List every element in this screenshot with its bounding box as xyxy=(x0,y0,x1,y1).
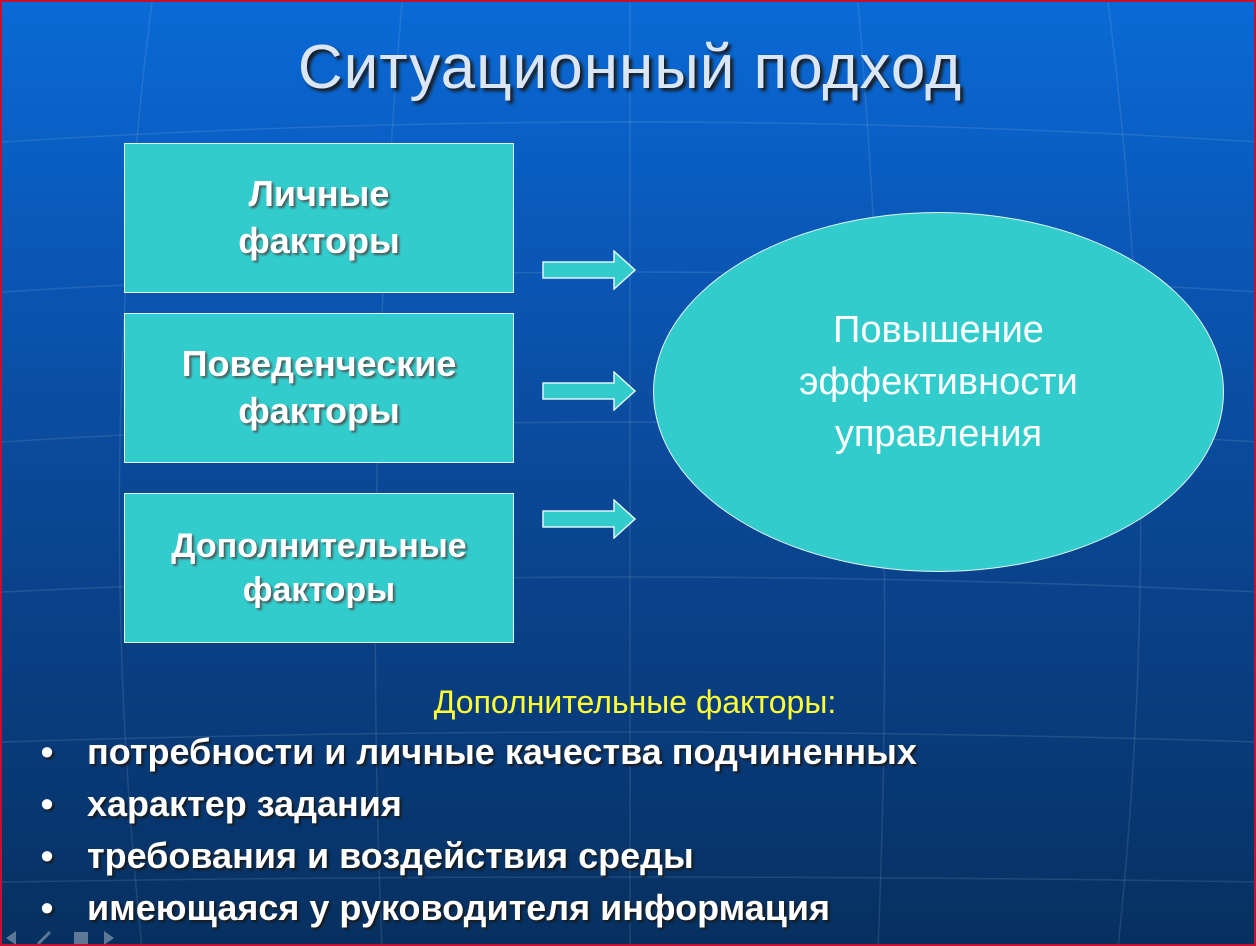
factor-box-additional: Дополнительные факторы xyxy=(124,493,514,643)
pen-icon[interactable] xyxy=(36,930,52,944)
bullet-icon: • xyxy=(40,835,54,876)
list-item-text: требования и воздействия среды xyxy=(87,835,694,876)
additional-factors-list: • потребности и личные качества подчиненн… xyxy=(32,728,917,936)
arrow-right-icon xyxy=(542,250,636,290)
list-item-text: характер задания xyxy=(87,783,402,824)
factor-box-behavioral: Поведенческие факторы xyxy=(124,313,514,463)
slideshow-nav-toolbar[interactable] xyxy=(4,930,124,946)
list-item: • требования и воздействия среды xyxy=(32,832,917,884)
arrow-right-icon xyxy=(542,371,636,411)
slide-title: Ситуационный подход xyxy=(297,33,963,102)
next-slide-icon[interactable] xyxy=(104,931,114,945)
arrow-right-icon xyxy=(542,499,636,539)
list-item: • имеющаяся у руководителя информация xyxy=(32,884,917,936)
factor-label-additional: Дополнительные факторы xyxy=(171,526,467,609)
factor-label-behavioral: Поведенческие факторы xyxy=(181,343,457,431)
list-item: • потребности и личные качества подчиненн… xyxy=(32,728,917,780)
bullet-icon: • xyxy=(40,887,54,928)
list-item: • характер задания xyxy=(32,780,917,832)
factor-box-personal: Личные факторы xyxy=(124,143,514,293)
additional-factors-heading: Дополнительные факторы: xyxy=(433,684,837,720)
bullet-icon: • xyxy=(40,783,54,824)
bullet-icon: • xyxy=(40,731,54,772)
menu-icon[interactable] xyxy=(74,932,88,944)
list-item-text: имеющаяся у руководителя информация xyxy=(87,887,831,928)
outcome-label: Повышение эффективности управления xyxy=(799,308,1078,456)
factor-label-personal: Личные факторы xyxy=(238,173,400,261)
list-item-text: потребности и личные качества подчиненны… xyxy=(87,731,917,772)
previous-slide-icon[interactable] xyxy=(6,931,16,945)
outcome-ellipse: Повышение эффективности управления xyxy=(653,212,1224,572)
